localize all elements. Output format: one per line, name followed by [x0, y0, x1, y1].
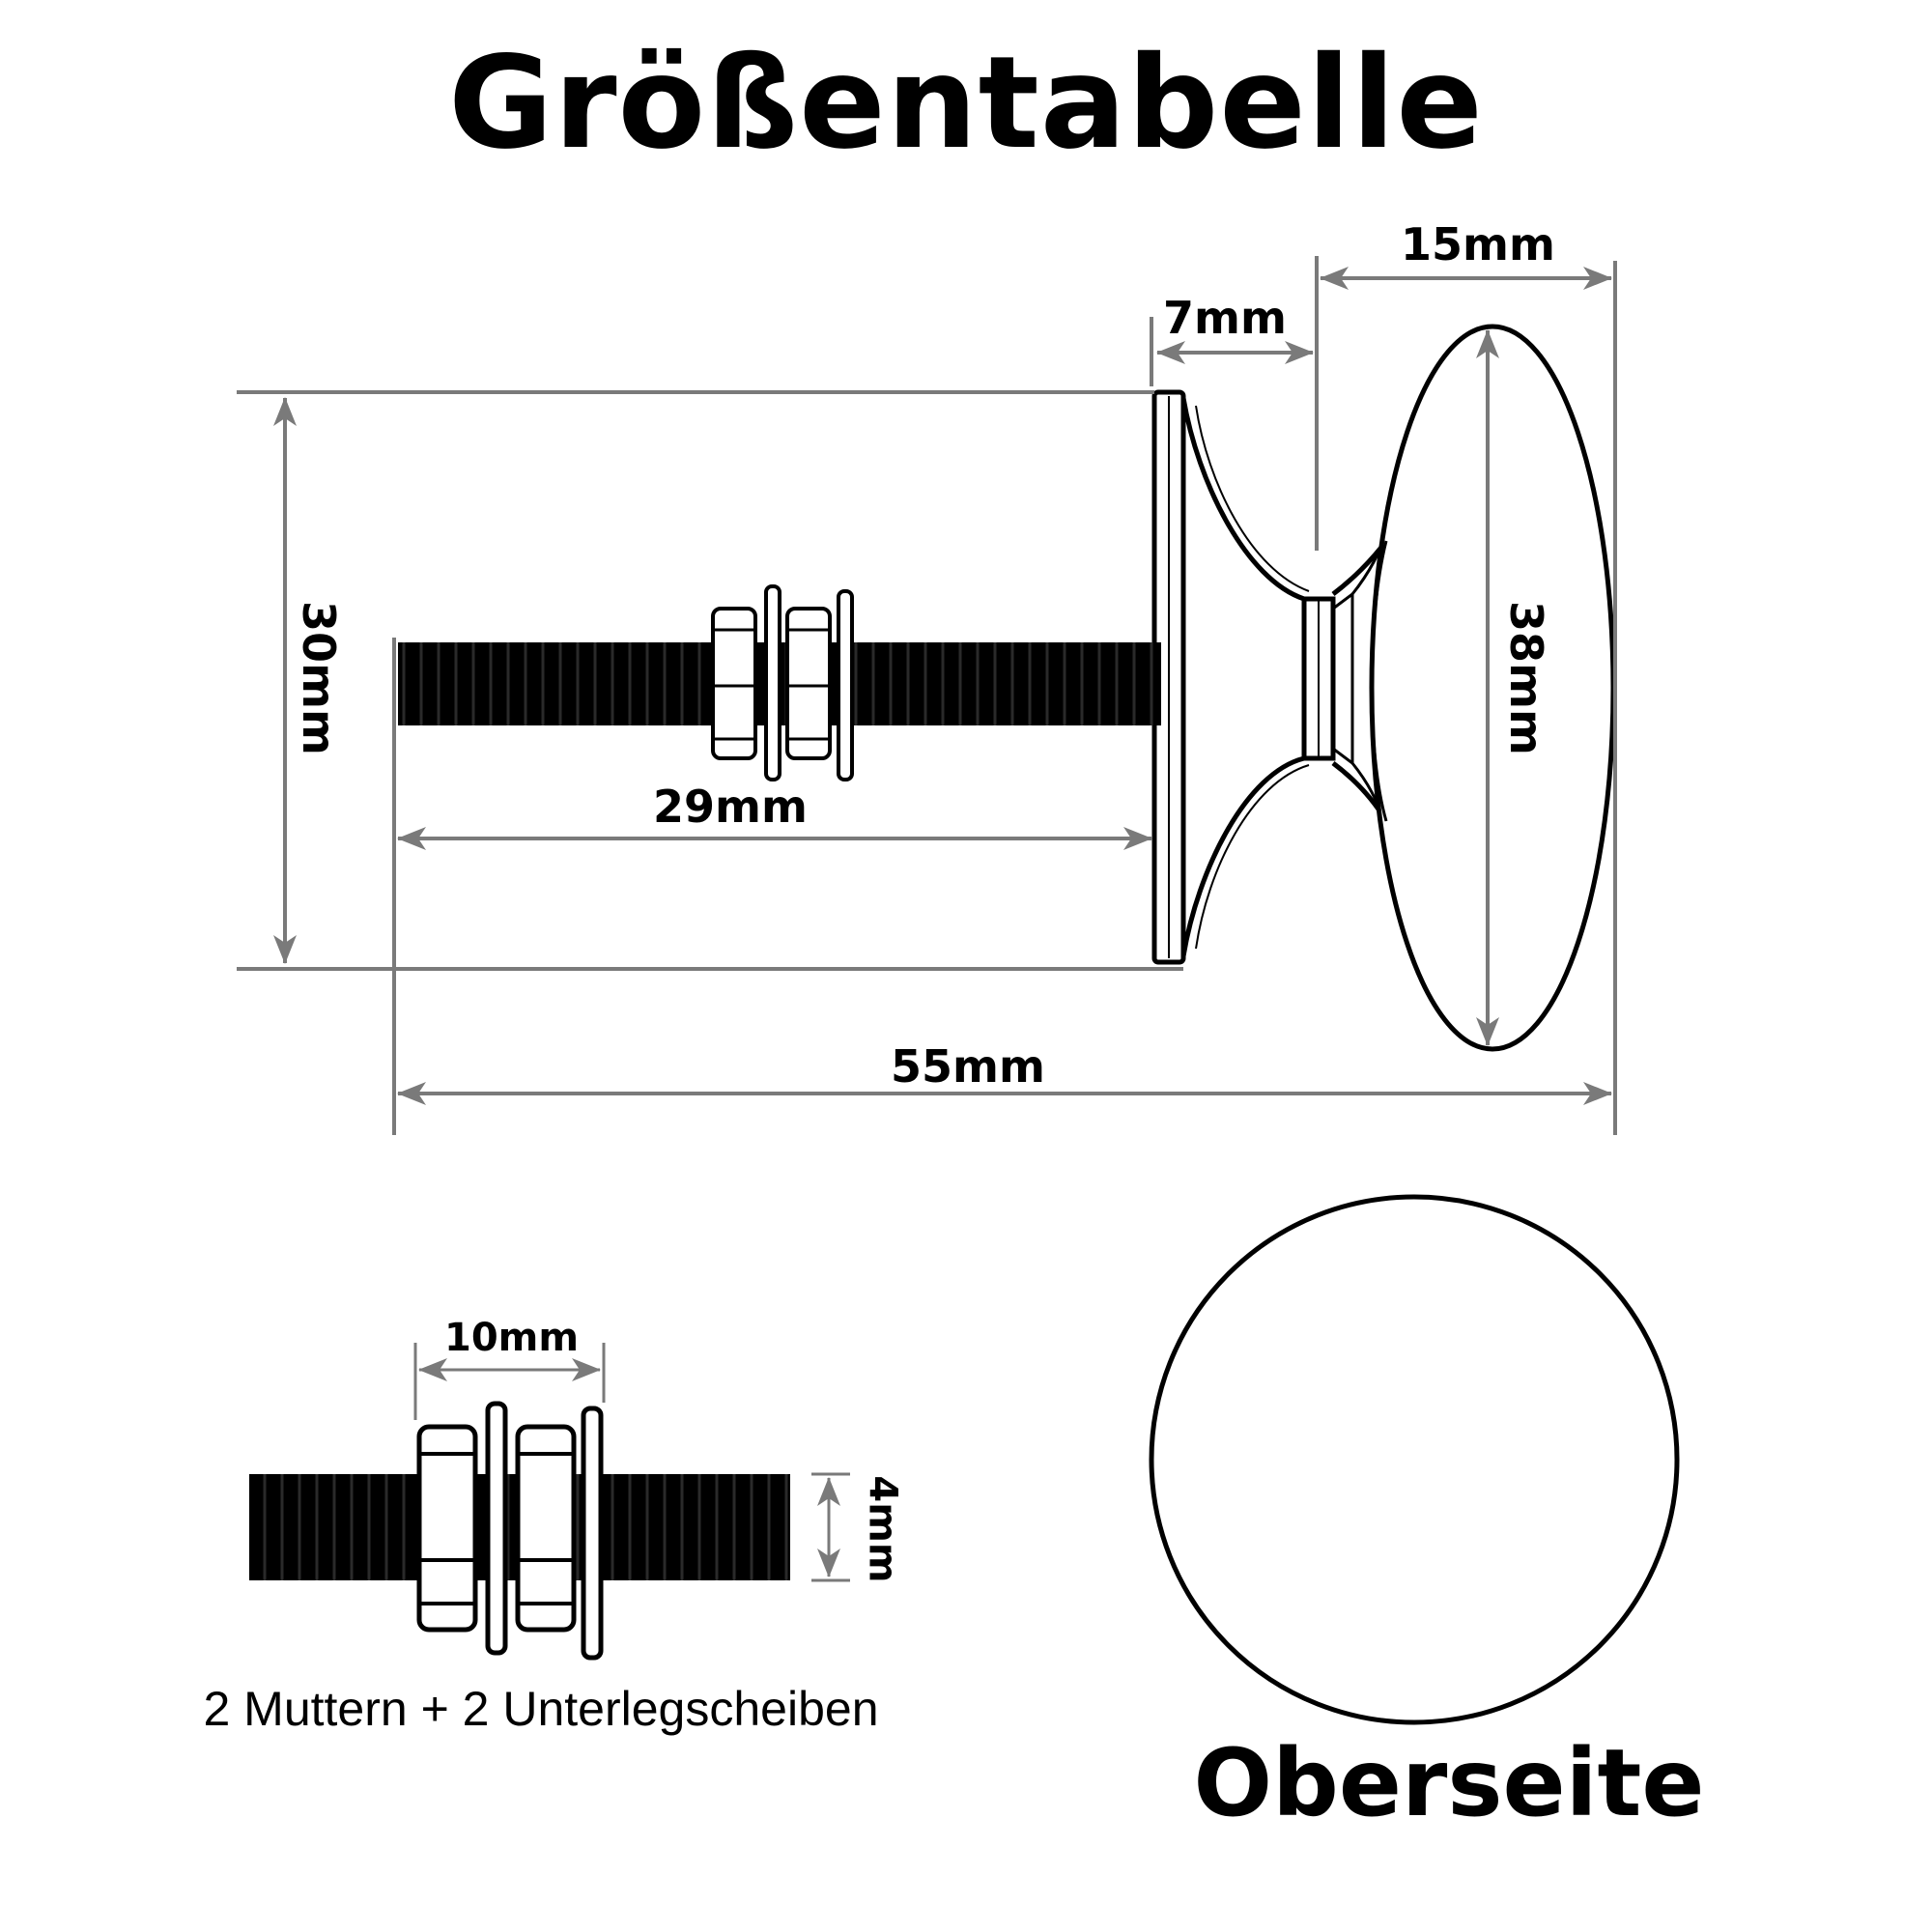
dim-label-10mm: 10mm — [444, 1316, 580, 1360]
neck-flare-top — [1180, 397, 1305, 602]
neck-flare-bottom — [1180, 755, 1305, 957]
knob-head — [1369, 324, 1616, 1052]
dim-label-29mm: 29mm — [653, 781, 808, 833]
detail-nut — [416, 1424, 478, 1633]
dim-label-7mm: 7mm — [1163, 292, 1287, 344]
detail-washer — [485, 1401, 508, 1656]
nut — [711, 607, 757, 760]
nut — [785, 607, 832, 760]
dim-label-38mm: 38mm — [1499, 601, 1552, 755]
washer — [837, 589, 854, 781]
detail-washer — [581, 1406, 604, 1661]
nut-detail — [249, 1401, 790, 1661]
dim-label-30mm: 30mm — [292, 601, 345, 755]
side-view-knob — [398, 324, 1616, 1052]
dim-label-55mm: 55mm — [891, 1040, 1045, 1093]
hardware-caption: 2 Muttern + 2 Unterlegscheiben — [203, 1682, 879, 1736]
washer — [764, 584, 781, 781]
top-view-circle — [1149, 1194, 1680, 1725]
dimension-lines — [237, 256, 1617, 1135]
detail-nut — [515, 1424, 577, 1633]
side-view-nuts — [711, 584, 854, 781]
top-view-label: Oberseite — [1193, 1729, 1705, 1837]
dim-label-4mm: 4mm — [860, 1475, 905, 1583]
nut-detail-dimensions — [413, 1343, 850, 1582]
dim-label-15mm: 15mm — [1401, 218, 1555, 270]
page-title: Größentabelle — [448, 29, 1484, 178]
